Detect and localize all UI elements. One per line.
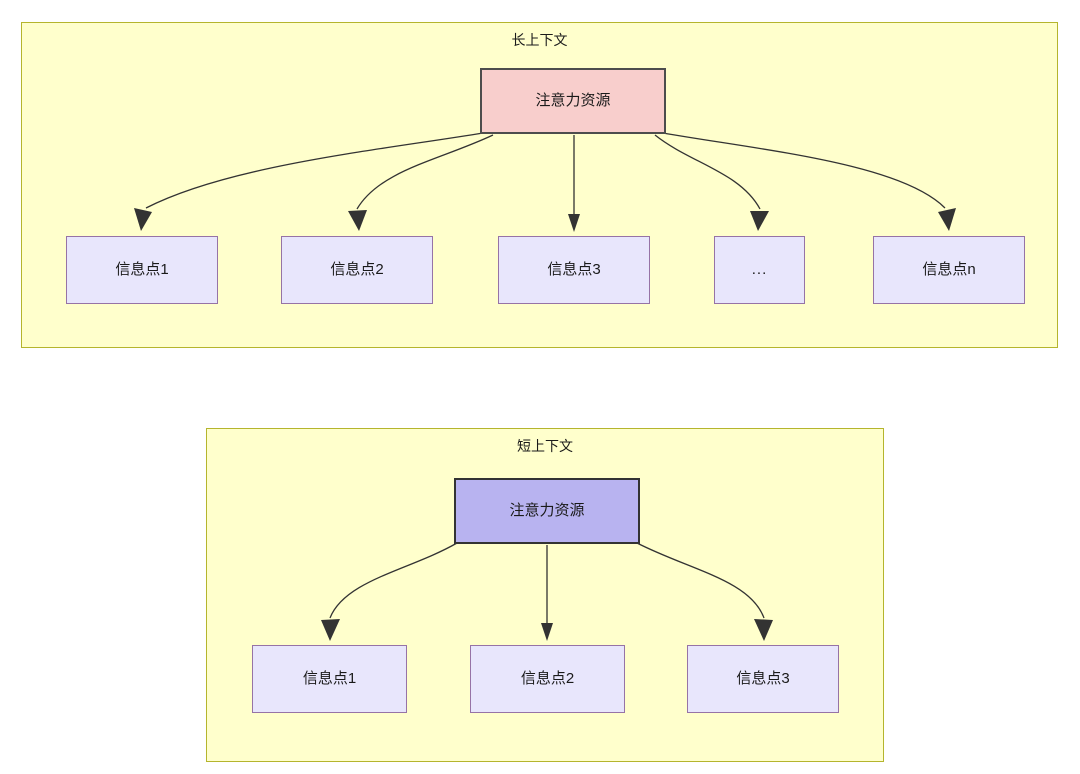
short-context-attention-node[interactable]: 注意力资源 (454, 478, 640, 544)
long-context-info-point-ellipsis[interactable]: ... (714, 236, 805, 304)
short-context-info-point-3[interactable]: 信息点3 (687, 645, 839, 713)
long-context-info-point-ellipsis-label: ... (751, 261, 768, 278)
short-context-info-point-3-label: 信息点3 (736, 670, 790, 687)
short-context-attention-label: 注意力资源 (509, 502, 585, 519)
long-context-info-point-n-label: 信息点n (922, 261, 976, 278)
long-context-info-point-3-label: 信息点3 (547, 261, 601, 278)
long-context-info-point-2[interactable]: 信息点2 (281, 236, 433, 304)
long-context-info-point-1[interactable]: 信息点1 (66, 236, 218, 304)
long-context-attention-label: 注意力资源 (535, 92, 611, 109)
short-context-info-point-1-label: 信息点1 (302, 670, 357, 687)
long-context-title: 长上下文 (511, 32, 568, 48)
short-context-info-point-2-label: 信息点2 (520, 670, 575, 687)
long-context-info-point-2-label: 信息点2 (330, 261, 384, 278)
long-context-info-point-n[interactable]: 信息点n (873, 236, 1025, 304)
long-context-attention-node[interactable]: 注意力资源 (480, 68, 666, 134)
long-context-info-point-1-label: 信息点1 (115, 261, 169, 278)
short-context-info-point-1[interactable]: 信息点1 (252, 645, 407, 713)
short-context-info-point-2[interactable]: 信息点2 (470, 645, 625, 713)
short-context-title: 短上下文 (517, 438, 573, 454)
long-context-info-point-3[interactable]: 信息点3 (498, 236, 650, 304)
